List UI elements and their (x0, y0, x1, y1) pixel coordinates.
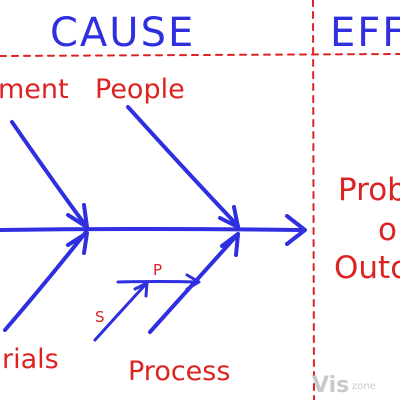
bone-top-right (126, 105, 240, 228)
effect-line-2: o (378, 212, 397, 248)
bone-top-left-arrowhead (66, 203, 89, 229)
bone-bottom-left (3, 230, 88, 332)
effect-line-1: Prob (338, 172, 400, 208)
header-separator-line (0, 53, 400, 57)
cause-label-bottom-left: rials (2, 344, 59, 375)
sub-branch-lower-arrowhead (133, 281, 149, 298)
bone-top-left (10, 120, 88, 228)
cause-label-people: People (95, 74, 185, 105)
sub-branch-upper (116, 280, 200, 284)
spine-arrowhead (285, 214, 307, 246)
bone-top-right-arrowhead (218, 205, 240, 229)
sub-cause-label-s: S (95, 308, 105, 326)
fishbone-skeleton (0, 105, 307, 342)
sub-cause-label-p: P (153, 261, 162, 279)
bone-bottom-right-arrowhead (220, 232, 240, 257)
sub-branch-upper-arrowhead (185, 273, 201, 291)
watermark-suffix: zone (352, 381, 376, 392)
watermark-text: Vis (312, 373, 349, 398)
effect-line-3: Outc (334, 250, 400, 286)
cause-header: CAUSE (50, 10, 195, 56)
effect-header: EFF (330, 10, 400, 56)
bone-bottom-left-arrowhead (66, 231, 89, 255)
cause-effect-divider-line (312, 0, 315, 400)
spine-line (0, 227, 302, 232)
cause-label-process: Process (128, 356, 230, 387)
sub-branch-lower (93, 282, 148, 342)
cause-label-top-left: ment (0, 74, 69, 105)
watermark: Vis zone (312, 373, 376, 398)
